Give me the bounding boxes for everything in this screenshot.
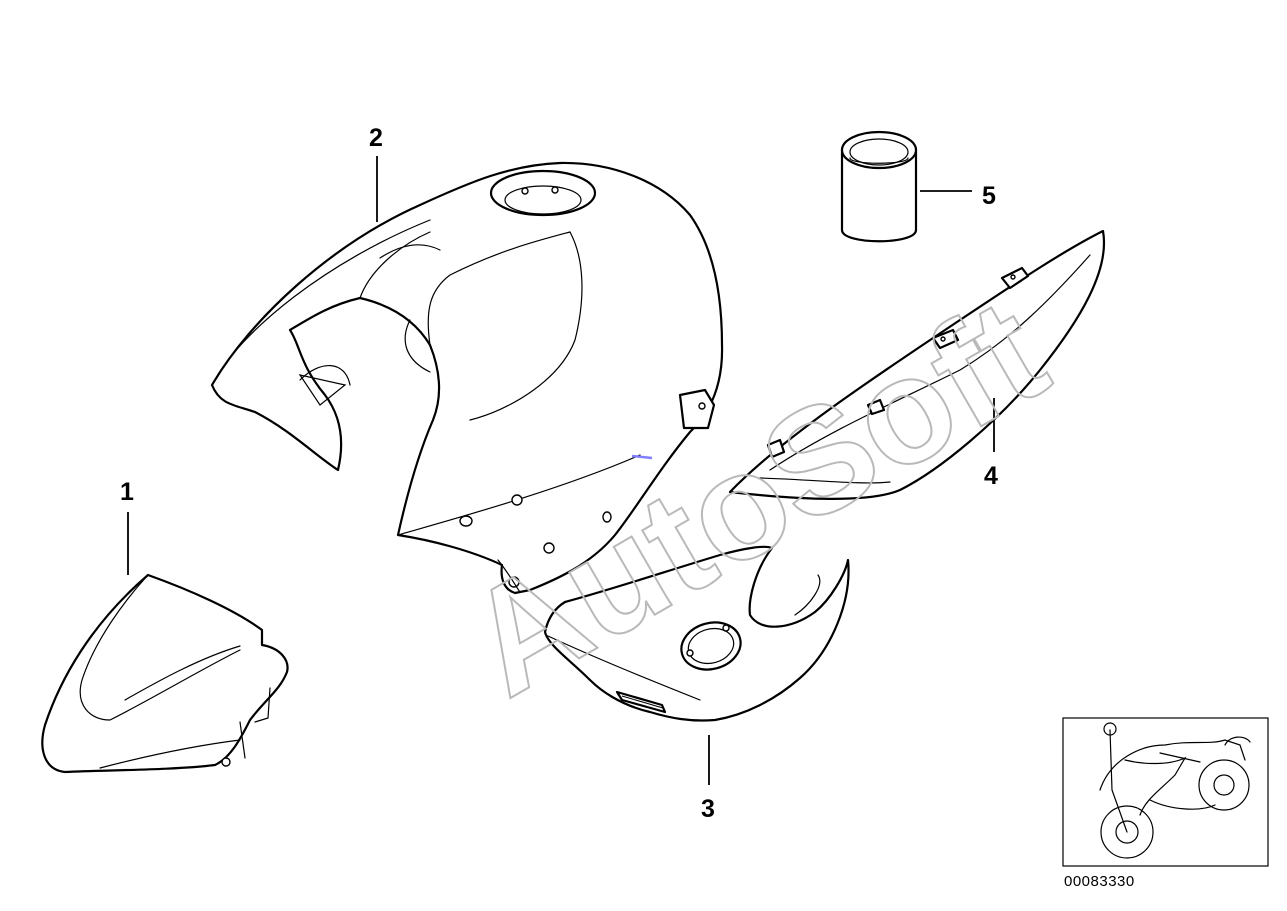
part-2-fuel-tank-cover[interactable] — [210, 161, 724, 595]
callout-3[interactable]: 3 — [701, 795, 715, 823]
diagram-id: 00083330 — [1064, 873, 1135, 890]
part-4-trim-strip[interactable] — [728, 229, 1106, 500]
callout-4[interactable]: 4 — [984, 462, 998, 490]
callout-1[interactable]: 1 — [120, 478, 134, 506]
motorcycle-icon — [1099, 722, 1251, 859]
part-1-front-panel[interactable] — [41, 573, 289, 774]
motorcycle-thumbnail[interactable] — [1062, 717, 1269, 867]
part-5-roll[interactable] — [840, 130, 918, 243]
callout-5[interactable]: 5 — [982, 182, 996, 210]
callout-2[interactable]: 2 — [369, 124, 383, 152]
part-3-lower-side-panel[interactable] — [543, 545, 850, 722]
